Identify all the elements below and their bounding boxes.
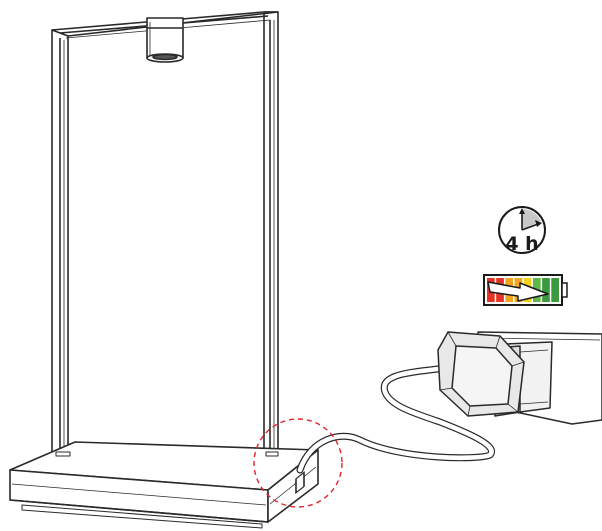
lamp-base bbox=[9, 441, 319, 529]
clock-icon: 4 h bbox=[498, 206, 546, 255]
lamp-right-post bbox=[263, 11, 279, 453]
table-lamp bbox=[9, 11, 319, 529]
battery-charging-icon bbox=[483, 274, 568, 306]
lamp-left-post bbox=[51, 29, 69, 453]
battery-segment bbox=[551, 278, 559, 302]
charging-port bbox=[295, 471, 305, 494]
battery-segment bbox=[542, 278, 550, 302]
lamp-socket bbox=[146, 17, 184, 63]
charging-bolt-icon bbox=[487, 281, 549, 302]
charge-time-label: 4 h bbox=[505, 233, 538, 255]
charging-port-highlight bbox=[253, 418, 343, 508]
clock-elapsed-segment bbox=[522, 208, 541, 230]
wall-plug-adapter bbox=[437, 331, 553, 417]
power-cable bbox=[296, 364, 496, 474]
